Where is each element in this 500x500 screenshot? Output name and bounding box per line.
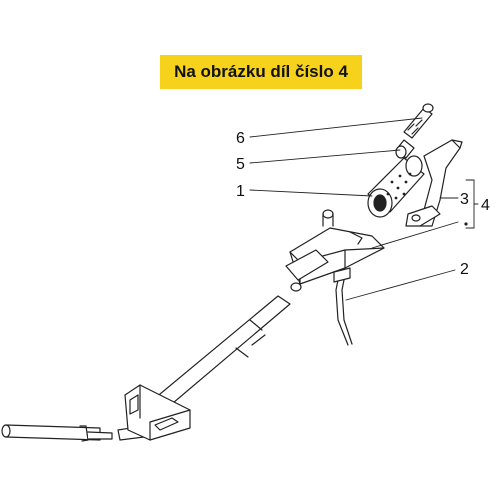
switch-housing	[285, 209, 385, 292]
callout-4: 4	[481, 197, 490, 214]
callout-1: 1	[236, 183, 245, 200]
brake-lever	[405, 139, 463, 227]
callout-6: 6	[236, 130, 245, 147]
callout-3: 3	[460, 191, 469, 208]
handle-grip	[367, 155, 425, 218]
grip-ring	[395, 139, 415, 159]
cable	[333, 267, 353, 346]
leader-lines	[249, 117, 479, 301]
handlebar-tube	[1, 295, 291, 442]
bar-end-plug	[403, 103, 434, 139]
part-banner: Na obrázku díl číslo 4	[160, 55, 362, 89]
callout-2: 2	[460, 261, 469, 278]
callout-5: 5	[236, 156, 245, 173]
